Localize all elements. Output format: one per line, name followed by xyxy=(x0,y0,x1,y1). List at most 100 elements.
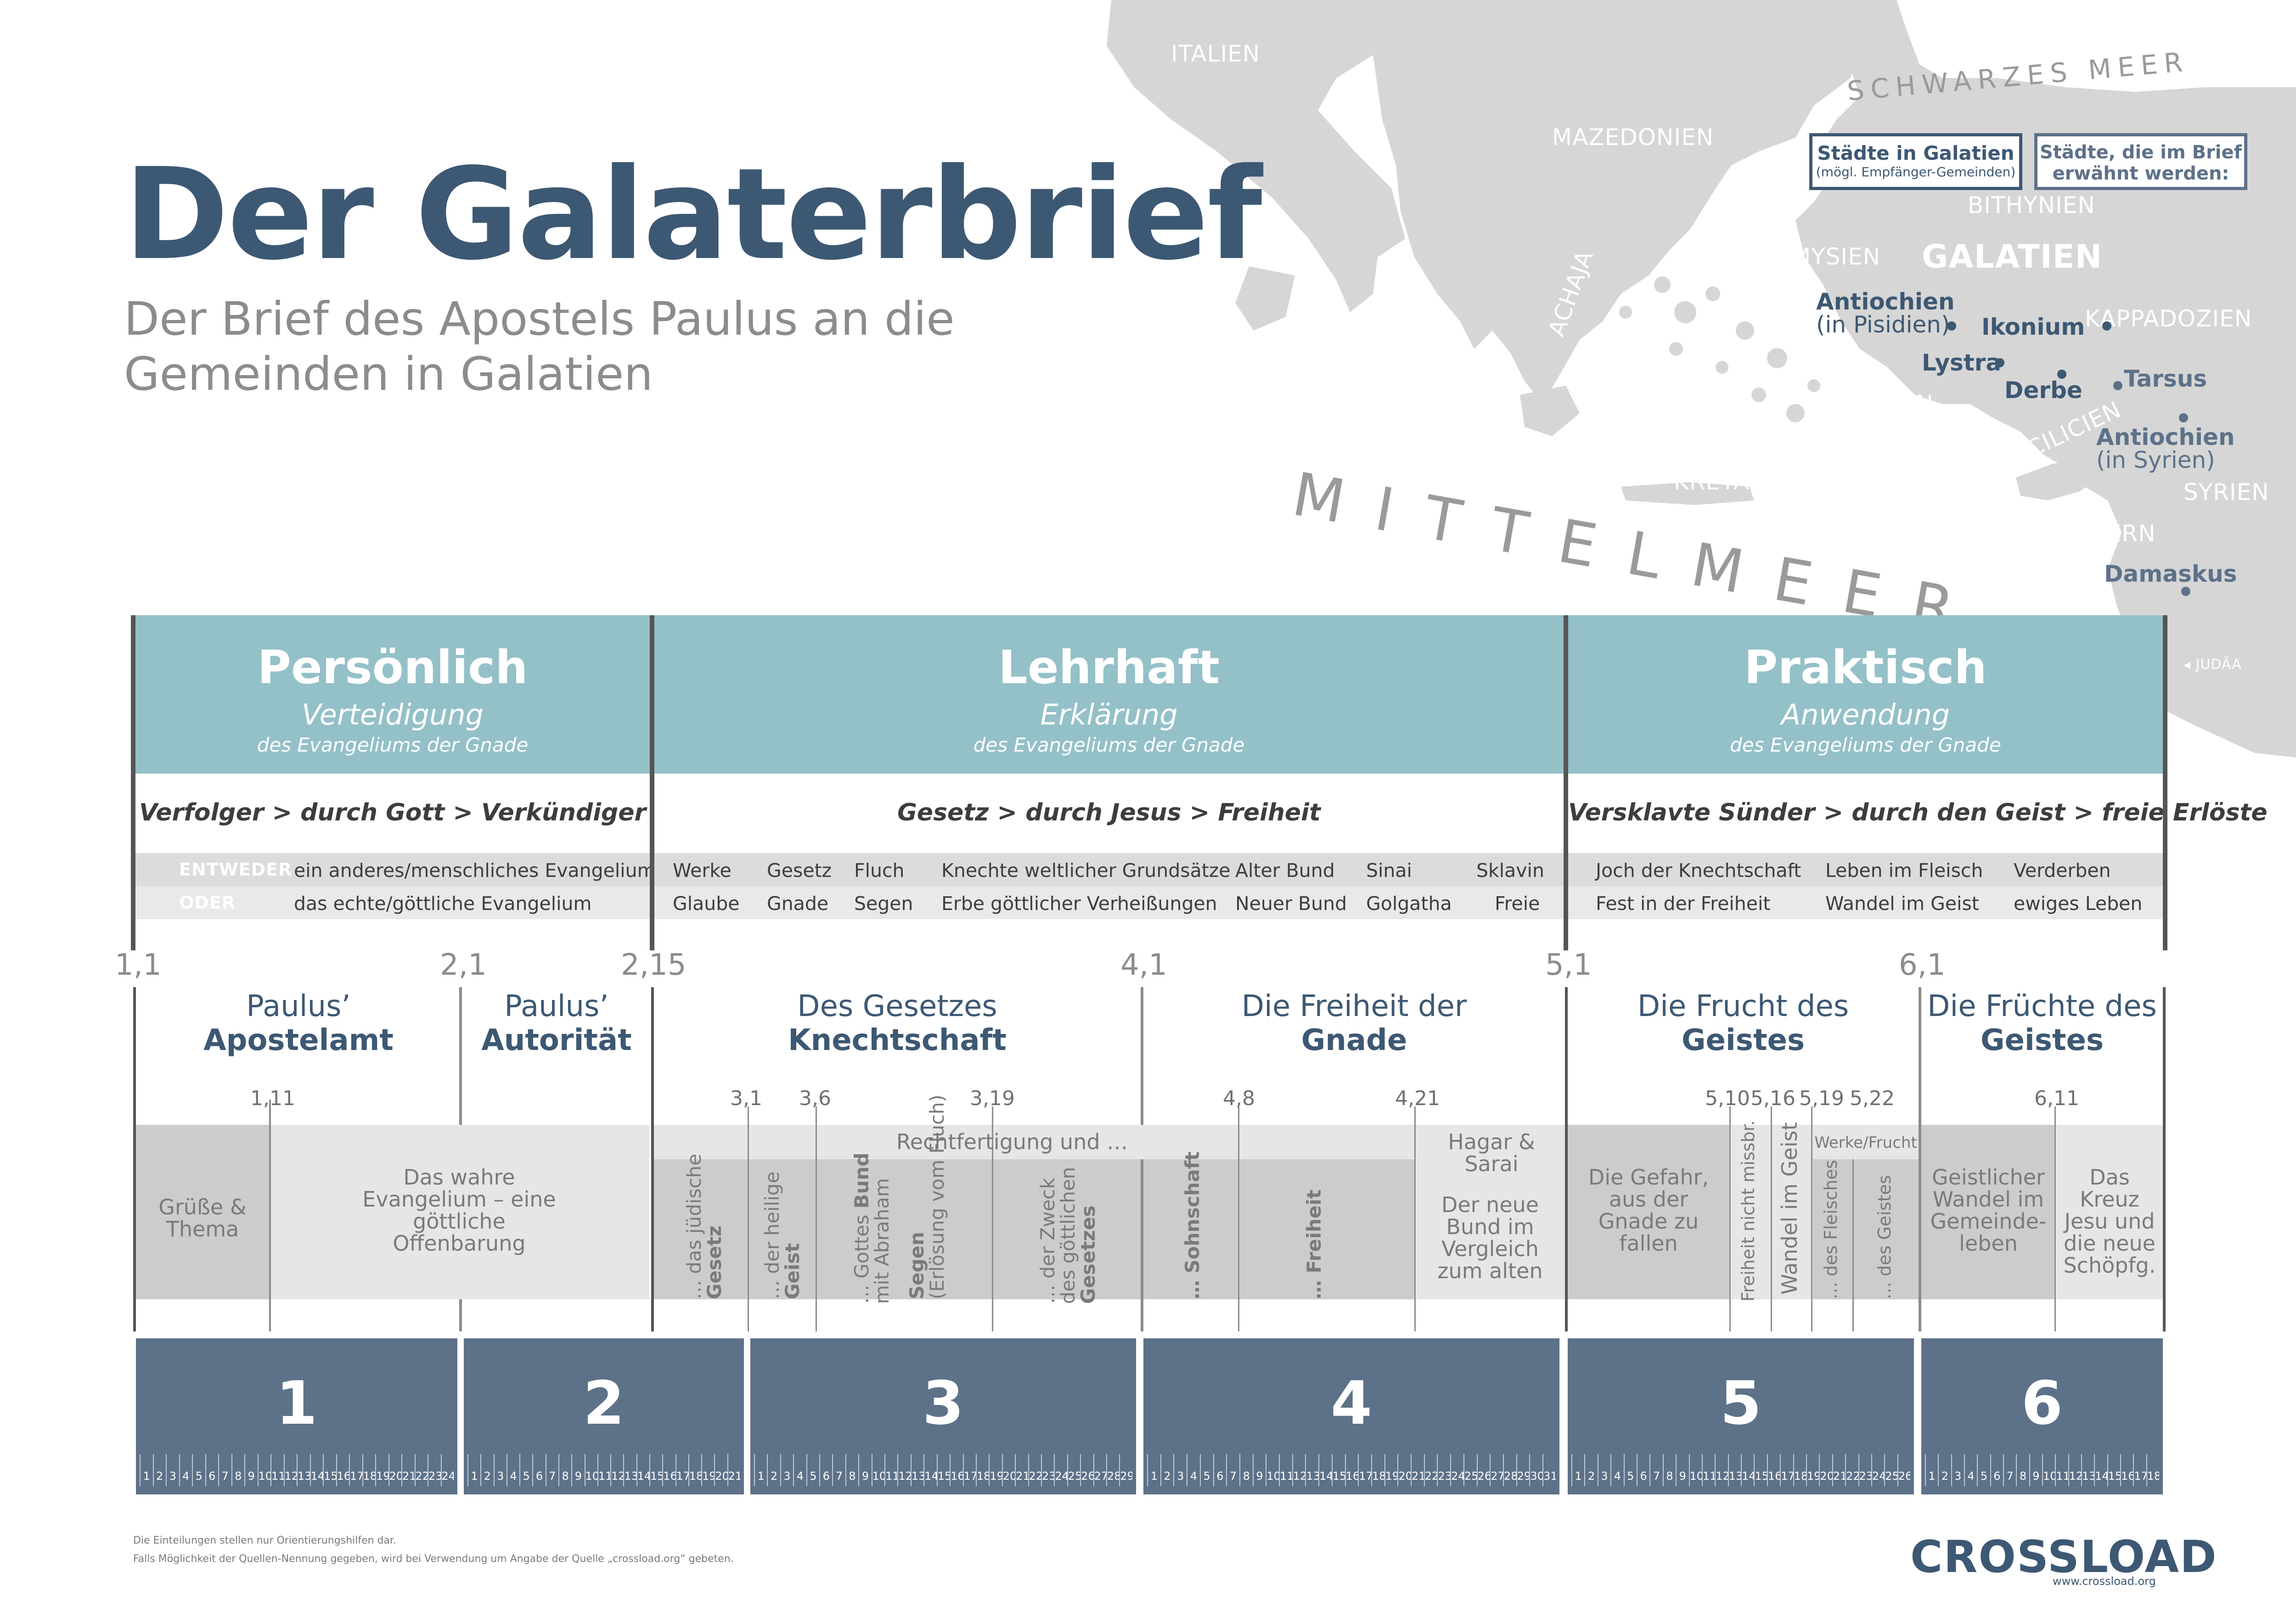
verse-tick: 13 xyxy=(2081,1454,2094,1486)
oder-label: ODER xyxy=(179,893,236,913)
oder-item: Wandel im Geist xyxy=(1825,893,1979,915)
verse-tick: 21 xyxy=(1015,1454,1028,1486)
verse-tick: 14 xyxy=(923,1454,937,1486)
verse-tick: 3 xyxy=(1951,1454,1964,1486)
city-damaskus: Damaskus xyxy=(2104,561,2237,587)
verse-tick: 8 xyxy=(2016,1454,2029,1486)
divider xyxy=(131,615,135,950)
verse-tick: 12 xyxy=(897,1454,911,1486)
main-line xyxy=(1141,987,1143,1331)
verse-tick: 17 xyxy=(1780,1454,1793,1486)
verse-tick: 15 xyxy=(2107,1454,2120,1486)
map-label-kappadozien: KAPPADOZIEN xyxy=(2085,305,2252,332)
chapter-6: 6 123456789101112131415161718 xyxy=(1921,1338,2163,1494)
verse-ticks: 123456789101112131415161718 xyxy=(1925,1454,2159,1486)
verse-tick: 2 xyxy=(480,1454,493,1486)
main-line xyxy=(1565,987,1568,1331)
map-label-mazedonien: MAZEDONIEN xyxy=(1552,124,1714,151)
verse-tick: 27 xyxy=(1490,1454,1503,1486)
verse-tick: 16 xyxy=(2120,1454,2133,1486)
oder-band xyxy=(135,886,2163,919)
verse-tick: 21 xyxy=(1411,1454,1424,1486)
city-antiochien-pisidien: Antiochien (in Pisidien) xyxy=(1816,288,1955,338)
ref-2-15: 2,15 xyxy=(621,948,687,982)
rotated-text: … des Fleisches xyxy=(1821,1160,1841,1299)
oder-item: Freie xyxy=(1495,893,1540,915)
subref: 5,16 xyxy=(1750,1087,1795,1110)
verse-tick: 10 xyxy=(1688,1454,1702,1486)
verse-tick: 10 xyxy=(257,1454,270,1486)
chapter-1: 1 12345678910111213141516171819202122232… xyxy=(136,1338,457,1494)
verse-tick: 2 xyxy=(1938,1454,1951,1486)
verse-tick: 30 xyxy=(1529,1454,1542,1486)
verse-tick: 18 xyxy=(975,1454,989,1486)
verse-tick: 12 xyxy=(1292,1454,1305,1486)
verse-tick: 12 xyxy=(610,1454,623,1486)
verse-tick: 28 xyxy=(1106,1454,1119,1486)
verse-tick: 14 xyxy=(1318,1454,1332,1486)
verse-tick: 23 xyxy=(428,1454,441,1486)
chapter-4: 4 12345678910111213141516171819202122232… xyxy=(1143,1338,1559,1494)
verse-tick: 24 xyxy=(440,1454,454,1486)
topic-autoritaet: Paulus’Autorität xyxy=(481,989,632,1057)
subref: 5,10 xyxy=(1705,1087,1750,1110)
rotated-text: Wandel im Geist xyxy=(1777,1122,1802,1295)
verse-tick: 17 xyxy=(675,1454,688,1486)
verse-tick: 18 xyxy=(2146,1454,2159,1486)
verse-tick: 2 xyxy=(767,1454,780,1486)
sub-line xyxy=(1238,1106,1239,1331)
verse-tick: 20 xyxy=(714,1454,727,1486)
verse-tick: 11 xyxy=(1701,1454,1715,1486)
verse-tick: 1 xyxy=(1571,1454,1584,1486)
verse-tick: 10 xyxy=(1266,1454,1279,1486)
map-label-bithynien: BITHYNIEN xyxy=(1968,192,2095,219)
map-label-judaa: ◂ JUDÄA xyxy=(2183,657,2242,673)
verse-tick: 6 xyxy=(819,1454,832,1486)
verse-tick: 9 xyxy=(1252,1454,1266,1486)
entweder-label: ENTWEDER xyxy=(179,859,293,880)
detail-rechtfertigung-band xyxy=(654,1125,1565,1159)
ref-4-1: 4,1 xyxy=(1120,948,1167,982)
verse-tick: 15 xyxy=(649,1454,662,1486)
verse-tick: 23 xyxy=(1858,1454,1871,1486)
oder-item: Gnade xyxy=(767,893,829,915)
verse-tick: 20 xyxy=(1397,1454,1411,1486)
verse-tick: 11 xyxy=(1279,1454,1292,1486)
ref-5-1: 5,1 xyxy=(1545,948,1592,982)
flow-praktisch: Versklavte Sünder > durch den Geist > fr… xyxy=(1568,799,2268,826)
verse-tick: 17 xyxy=(1358,1454,1371,1486)
verse-tick: 3 xyxy=(493,1454,506,1486)
oder-item: Segen xyxy=(854,893,913,915)
detail-evangelium xyxy=(271,1125,649,1299)
verse-tick: 16 xyxy=(1345,1454,1358,1486)
verse-tick: 9 xyxy=(2029,1454,2042,1486)
verse-tick: 14 xyxy=(310,1454,323,1486)
map: ITALIEN MAZEDONIEN ACHAJA MYSIEN BITHYNI… xyxy=(1079,0,2296,758)
divider xyxy=(650,615,654,950)
verse-tick: 10 xyxy=(584,1454,597,1486)
subref: 5,19 xyxy=(1799,1087,1844,1110)
sub-line xyxy=(269,1100,271,1331)
verse-tick: 4 xyxy=(793,1454,806,1486)
verse-tick: 15 xyxy=(1331,1454,1345,1486)
entweder-item: Joch der Knechtschaft xyxy=(1596,859,1801,882)
verse-tick: 31 xyxy=(1542,1454,1556,1486)
verse-tick: 9 xyxy=(244,1454,258,1486)
footer-note: Falls Möglichkeit der Quellen-Nennung ge… xyxy=(133,1553,734,1565)
verse-ticks: 1234567891011121314151617181920212223242… xyxy=(754,1454,1132,1486)
verse-tick: 13 xyxy=(1305,1454,1318,1486)
verse-tick: 9 xyxy=(1676,1454,1688,1486)
verse-tick: 16 xyxy=(950,1454,963,1486)
detail-gefahr xyxy=(1568,1125,1729,1299)
verse-ticks: 1234567891011121314151617181920212223242… xyxy=(1147,1454,1556,1486)
verse-tick: 26 xyxy=(1080,1454,1093,1486)
detail-geistlicher xyxy=(1921,1125,2054,1299)
verse-tick: 11 xyxy=(2055,1454,2068,1486)
verse-tick: 19 xyxy=(1384,1454,1397,1486)
entweder-item: Werke xyxy=(673,859,732,882)
verse-tick: 24 xyxy=(1871,1454,1884,1486)
city-dot xyxy=(2102,321,2111,331)
verse-tick: 20 xyxy=(388,1454,401,1486)
verse-tick: 18 xyxy=(362,1454,375,1486)
